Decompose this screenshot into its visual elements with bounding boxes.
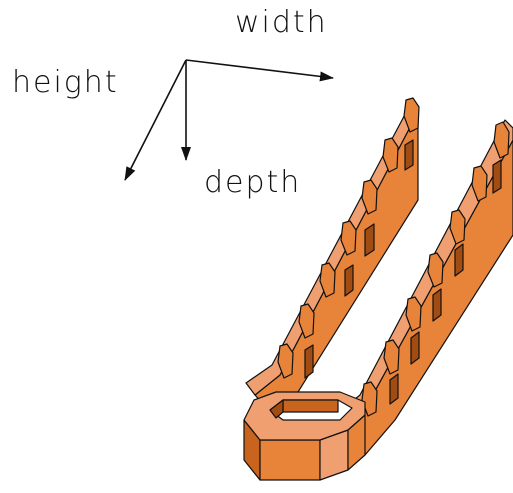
left-tooth-2 (382, 137, 399, 173)
left-tooth-3 (361, 179, 378, 215)
right-tooth-7 (361, 381, 378, 417)
right-tooth-6 (383, 339, 400, 375)
left-tooth-4 (340, 220, 357, 256)
depth-axis-label: depth (204, 165, 302, 200)
left-slot-2 (364, 223, 375, 257)
base-front-face (259, 439, 321, 481)
left-tooth-1 (403, 97, 420, 133)
right-arm-slots (389, 159, 502, 405)
left-slot-3 (344, 264, 354, 297)
right-slot-1 (492, 159, 502, 194)
left-tooth-5 (319, 262, 336, 298)
left-tooth-7 (277, 343, 294, 379)
right-tooth-1 (493, 121, 510, 159)
right-tooth-2 (471, 165, 488, 202)
right-tooth-3 (449, 209, 466, 245)
base-boss (243, 391, 366, 481)
part-model (243, 97, 513, 481)
right-tooth-4 (427, 252, 444, 288)
width-axis-label: width (235, 5, 328, 40)
axis-triad (124, 59, 334, 181)
left-slot-1 (404, 139, 414, 171)
right-slot-3 (432, 288, 442, 322)
height-axis-label: height (12, 65, 119, 100)
right-slot-5 (389, 373, 399, 405)
width-axis-arrow (185, 59, 334, 82)
height-axis-arrow (124, 59, 187, 181)
base-hole-inner-wall (282, 399, 339, 413)
left-slot-4 (304, 344, 314, 379)
base-hole-inner-side (269, 399, 284, 419)
left-arm-slots (304, 139, 414, 379)
right-slot-2 (454, 243, 464, 277)
left-tooth-6 (298, 303, 315, 339)
right-arm-teeth (361, 121, 510, 417)
right-slot-4 (410, 331, 420, 365)
right-tooth-5 (405, 296, 422, 332)
left-arm-teeth (277, 97, 420, 379)
